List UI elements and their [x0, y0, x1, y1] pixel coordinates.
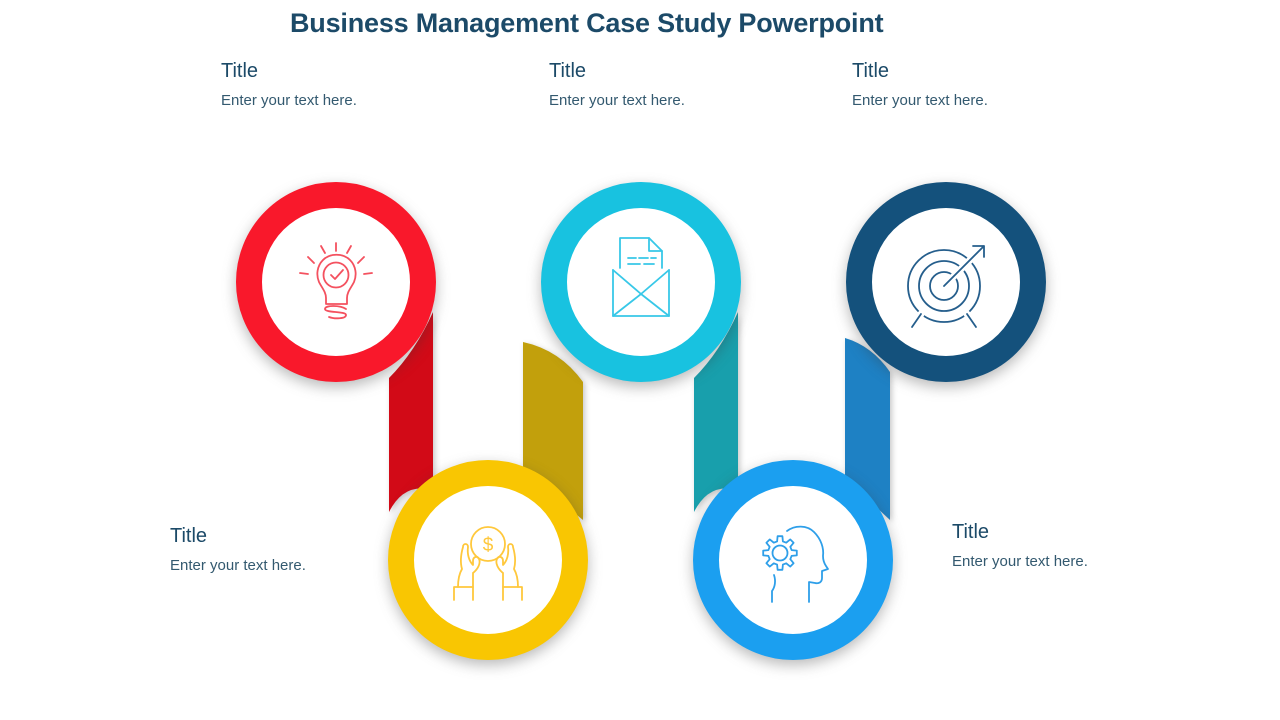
- placeholder-title: Title: [952, 521, 990, 543]
- dollar-symbol: $: [483, 535, 494, 556]
- ribbon-red-connector: [389, 312, 433, 512]
- target-arrow-icon: [907, 242, 988, 331]
- lightbulb-check-icon: [299, 242, 373, 320]
- placeholder-body: Enter your text here.: [221, 92, 357, 109]
- placeholder-title: Title: [549, 60, 587, 82]
- step-circle-thinking[interactable]: [693, 460, 893, 660]
- step-circle-funding[interactable]: [388, 460, 588, 660]
- text-placeholder-top-right[interactable]: Title Enter your text here.: [852, 60, 988, 109]
- step-circle-message[interactable]: [541, 182, 741, 382]
- text-placeholder-top-center[interactable]: Title Enter your text here.: [549, 60, 685, 109]
- text-placeholder-bottom-right[interactable]: Title Enter your text here.: [952, 521, 1088, 570]
- placeholder-title: Title: [852, 60, 890, 82]
- head-gear-icon: [762, 525, 829, 603]
- placeholder-title: Title: [221, 60, 259, 82]
- placeholder-body: Enter your text here.: [549, 92, 685, 109]
- slide-title: Business Management Case Study Powerpoin…: [290, 8, 884, 38]
- placeholder-body: Enter your text here.: [170, 557, 306, 574]
- text-placeholder-top-left[interactable]: Title Enter your text here.: [221, 60, 357, 109]
- ribbon-teal-connector: [694, 312, 738, 512]
- text-placeholder-bottom-left[interactable]: Title Enter your text here.: [170, 525, 306, 574]
- placeholder-title: Title: [170, 525, 208, 547]
- placeholder-body: Enter your text here.: [952, 553, 1088, 570]
- step-circle-idea[interactable]: [236, 182, 436, 382]
- ribbon-blue-connector: [845, 338, 890, 520]
- placeholder-body: Enter your text here.: [852, 92, 988, 109]
- open-envelope-letter-icon: [612, 237, 670, 317]
- hands-dollar-coin-icon: $: [453, 526, 523, 601]
